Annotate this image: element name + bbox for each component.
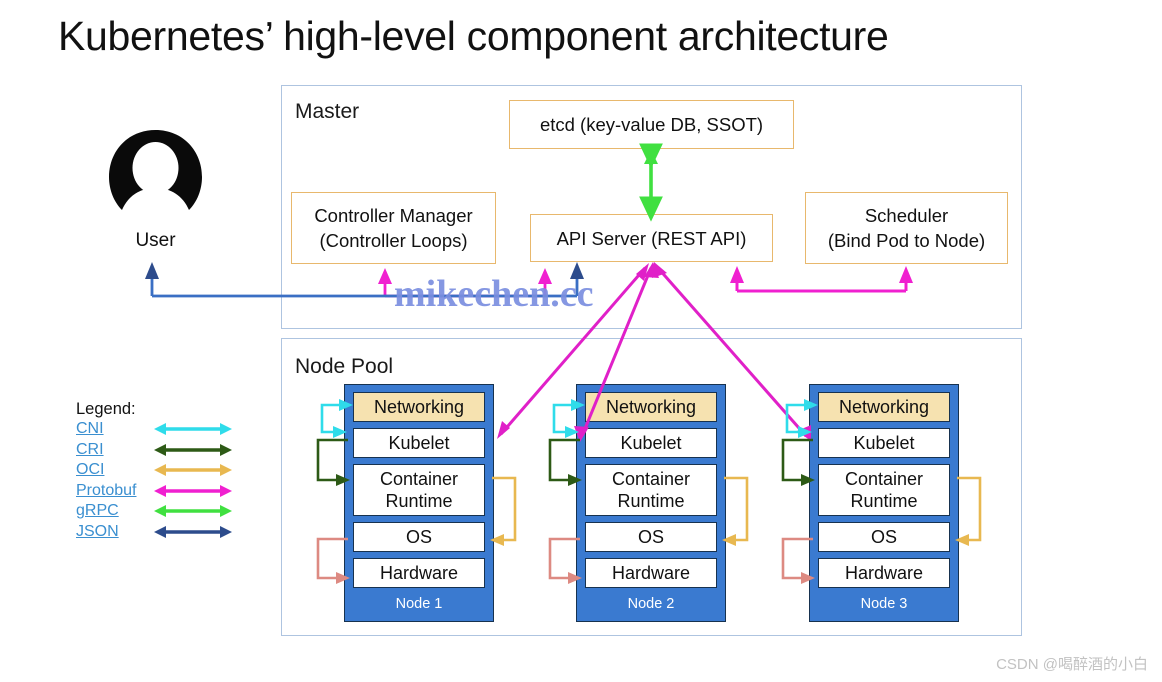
node2-layer-kubelet: Kubelet: [585, 428, 717, 458]
api-server-box[interactable]: API Server (REST API): [530, 214, 773, 262]
legend-arrow-cni: [154, 423, 232, 435]
legend-title: Legend:: [76, 400, 136, 418]
node1-layer-hardware: Hardware: [353, 558, 485, 588]
legend-row-grpc: gRPC: [76, 502, 232, 523]
scheduler-label-line2: (Bind Pod to Node): [827, 230, 986, 251]
site-watermark: mikechen.cc: [394, 273, 594, 315]
page-title: Kubernetes’ high-level component archite…: [58, 13, 889, 59]
node3-layer-networking: Networking: [818, 392, 950, 422]
node1-layer-networking: Networking: [353, 392, 485, 422]
legend-label-cni[interactable]: CNI: [76, 420, 104, 437]
legend-row-oci: OCI: [76, 461, 232, 482]
node3-layer-os: OS: [818, 522, 950, 552]
etcd-label: etcd (key-value DB, SSOT): [539, 114, 764, 135]
csdn-watermark: CSDN @喝醉酒的小白: [996, 656, 1148, 673]
node2-name: Node 2: [627, 596, 675, 612]
legend-row-cri: CRI: [76, 440, 232, 462]
node1-name: Node 1: [395, 596, 443, 612]
master-panel-label: Master: [295, 100, 360, 123]
node3-layer-hardware: Hardware: [818, 558, 950, 588]
legend: Legend: CNI CRI OCI Protobuf: [76, 400, 232, 544]
legend-arrow-oci: [154, 464, 232, 476]
legend-label-json[interactable]: JSON: [76, 522, 119, 540]
node2-layer-networking: Networking: [585, 392, 717, 422]
legend-row-json: JSON: [76, 522, 232, 544]
legend-row-protobuf: Protobuf: [76, 481, 232, 503]
controller-manager-box[interactable]: Controller Manager (Controller Loops): [291, 192, 496, 264]
scheduler-label-line1: Scheduler: [864, 205, 949, 226]
legend-arrow-protobuf: [154, 484, 232, 497]
node2-layer-hardware: Hardware: [585, 558, 717, 588]
legend-arrow-json: [154, 525, 232, 538]
legend-label-grpc[interactable]: gRPC: [76, 502, 119, 519]
legend-label-oci[interactable]: OCI: [76, 461, 105, 478]
node-pool-panel-label: Node Pool: [295, 355, 394, 378]
etcd-box[interactable]: etcd (key-value DB, SSOT): [509, 100, 794, 149]
node3-name: Node 3: [860, 596, 908, 612]
node2-layer-os: OS: [585, 522, 717, 552]
legend-label-cri[interactable]: CRI: [76, 440, 104, 458]
node1-layer-kubelet: Kubelet: [353, 428, 485, 458]
legend-label-protobuf[interactable]: Protobuf: [76, 481, 137, 499]
api-server-label: API Server (REST API): [556, 227, 747, 249]
user-avatar-icon: [109, 130, 202, 210]
node1-layer-os: OS: [353, 522, 485, 552]
legend-arrow-grpc: [154, 505, 232, 517]
legend-row-cni: CNI: [76, 420, 232, 441]
user-label: User: [135, 230, 176, 251]
controller-manager-label-line1: Controller Manager: [314, 205, 473, 226]
node3-layer-kubelet: Kubelet: [818, 428, 950, 458]
scheduler-box[interactable]: Scheduler (Bind Pod to Node): [805, 192, 1008, 264]
controller-manager-label-line2: (Controller Loops): [319, 230, 468, 251]
user-group: User: [103, 126, 208, 252]
legend-arrow-cri: [154, 443, 232, 456]
